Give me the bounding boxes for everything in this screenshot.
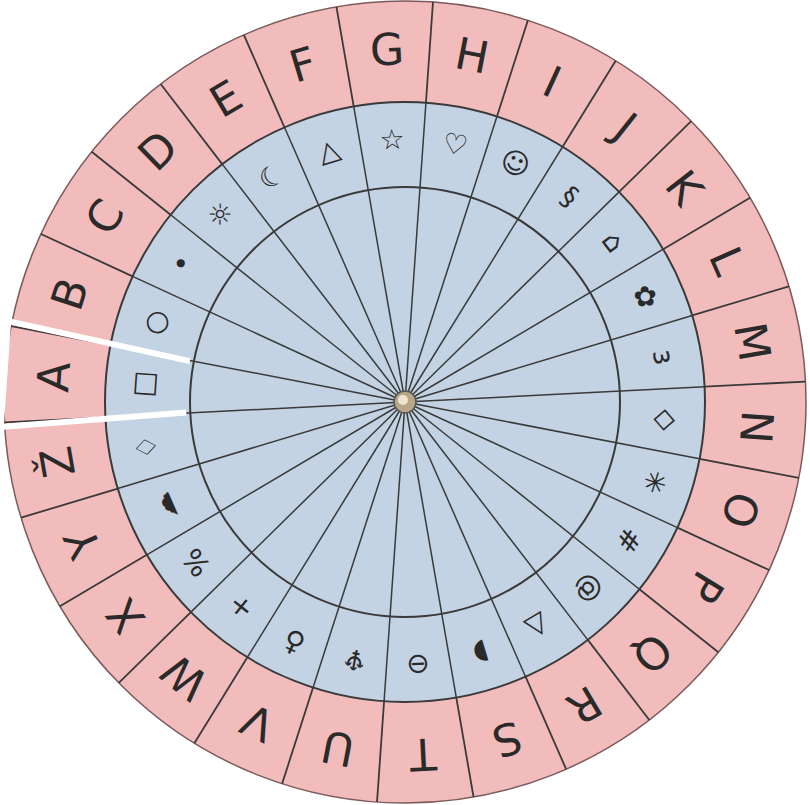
ring-divider — [426, 2, 433, 103]
inner-circle — [190, 187, 620, 617]
inner-disk — [105, 102, 705, 702]
alphabet-letter: N — [733, 409, 779, 445]
ring-divider — [563, 61, 616, 147]
ring-divider — [692, 286, 789, 315]
disk-spoke — [405, 402, 639, 589]
disk-spoke — [284, 127, 405, 402]
disk-spoke — [405, 103, 426, 402]
alphabet-letter: A — [31, 361, 77, 394]
cipher-symbol: □ — [129, 370, 159, 398]
ring-divider — [41, 234, 133, 276]
window-slot — [1, 321, 190, 427]
ring-divider — [677, 528, 769, 570]
disk-spoke — [405, 402, 700, 459]
ring-divider — [497, 20, 528, 116]
disk-spoke — [222, 164, 405, 402]
ring-divider — [526, 677, 567, 769]
ring-dividers — [5, 2, 806, 802]
cipher-symbol: ⊖ — [406, 649, 431, 678]
cipher-symbol: ☆ — [378, 126, 405, 155]
cipher-symbol: ♢ — [131, 432, 163, 462]
disk-spoke — [313, 402, 405, 688]
disk-spoke — [405, 387, 705, 402]
disk-spoke — [147, 402, 405, 555]
ring-divider — [700, 459, 799, 478]
disk-spoke — [171, 215, 405, 402]
ring-divider — [282, 688, 313, 784]
alphabet-letter: G — [369, 28, 405, 74]
disk-spoke — [405, 249, 663, 402]
disk-spoke — [405, 402, 588, 640]
disk-spoke — [405, 402, 456, 698]
disk-spoke — [405, 402, 526, 677]
cipher-symbol: ♡ — [440, 129, 470, 161]
disk-spoke — [405, 147, 563, 402]
disk-spokes — [105, 103, 704, 702]
ring-divider — [377, 701, 384, 802]
cipher-symbol: ◇ — [652, 409, 681, 432]
alphabet-letter: M — [727, 319, 777, 364]
ring-divider — [456, 698, 473, 798]
ring-divider — [21, 489, 118, 518]
outer-ring — [4, 1, 806, 803]
disk-spoke — [247, 402, 405, 657]
disk-spoke — [384, 402, 405, 701]
center-pin — [394, 391, 416, 413]
disk-spoke — [405, 116, 497, 402]
ring-divider — [336, 7, 353, 107]
ring-divider — [244, 35, 285, 127]
alphabet-letter: T — [408, 731, 437, 776]
disk-spoke — [405, 402, 677, 528]
ring-divider — [705, 382, 806, 387]
disk-spoke — [354, 106, 405, 402]
pin-highlight — [398, 395, 408, 405]
disk-spoke — [133, 276, 405, 402]
